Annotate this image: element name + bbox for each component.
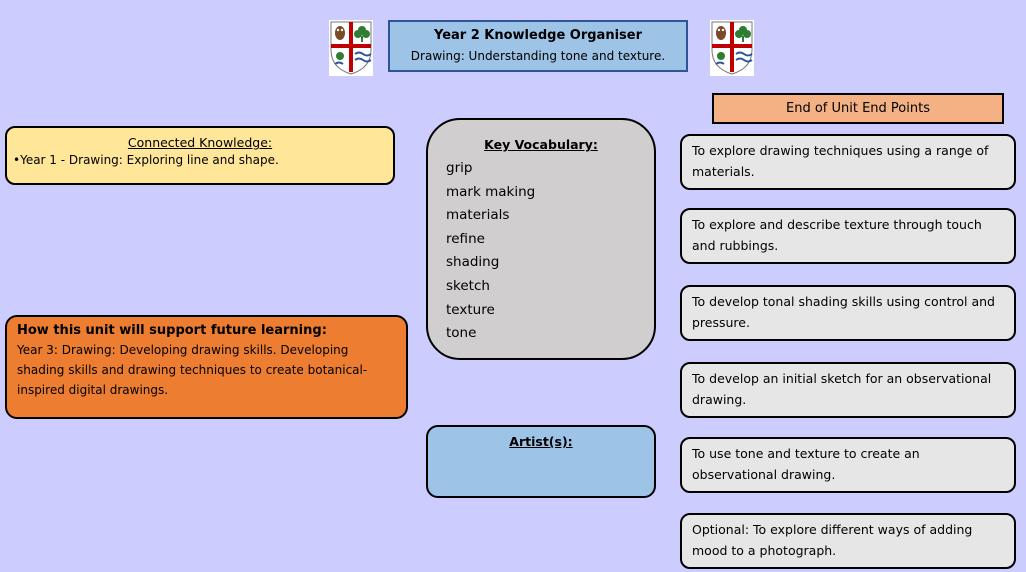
vocabulary-word: materials bbox=[446, 207, 510, 224]
end-point-item: To use tone and texture to create an obs… bbox=[680, 437, 1016, 493]
vocabulary-word: texture bbox=[446, 301, 495, 318]
school-crest-icon bbox=[329, 20, 373, 76]
connected-knowledge-heading: Connected Knowledge: bbox=[127, 135, 273, 150]
title-box: Year 2 Knowledge Organiser Drawing: Unde… bbox=[388, 20, 688, 72]
artists-heading: Artist(s): bbox=[509, 434, 573, 449]
vocabulary-word: mark making bbox=[446, 183, 536, 200]
page-subtitle: Drawing: Understanding tone and texture. bbox=[410, 49, 666, 63]
end-points-heading: End of Unit End Points bbox=[712, 93, 1004, 124]
vocabulary-word: refine bbox=[446, 230, 485, 247]
page-title: Year 2 Knowledge Organiser bbox=[433, 28, 643, 43]
future-learning-heading: How this unit will support future learni… bbox=[17, 323, 327, 338]
vocabulary-word: shading bbox=[446, 254, 500, 271]
end-point-item: To develop an initial sketch for an obse… bbox=[680, 362, 1016, 418]
end-point-item: To develop tonal shading skills using co… bbox=[680, 285, 1016, 341]
end-point-item: To explore drawing techniques using a ra… bbox=[680, 134, 1016, 190]
vocabulary-word: grip bbox=[446, 160, 473, 176]
key-vocabulary-box: Key Vocabulary: grip mark making materia… bbox=[426, 118, 656, 360]
connected-knowledge-item: •Year 1 - Drawing: Exploring line and sh… bbox=[13, 153, 279, 167]
future-learning-text: Year 3: Drawing: Developing drawing skil… bbox=[17, 343, 368, 397]
connected-knowledge-box: Connected Knowledge: •Year 1 - Drawing: … bbox=[5, 126, 395, 185]
vocabulary-word: tone bbox=[446, 325, 477, 342]
vocabulary-word: sketch bbox=[446, 277, 490, 294]
future-learning-box: How this unit will support future learni… bbox=[5, 315, 408, 419]
artists-box: Artist(s): bbox=[426, 425, 656, 498]
end-point-item: Optional: To explore different ways of a… bbox=[680, 513, 1016, 569]
school-crest-icon bbox=[710, 20, 754, 76]
vocabulary-list: grip mark making materials refine shadin… bbox=[446, 157, 636, 346]
key-vocabulary-heading: Key Vocabulary: bbox=[484, 137, 598, 152]
end-point-item: To explore and describe texture through … bbox=[680, 208, 1016, 264]
